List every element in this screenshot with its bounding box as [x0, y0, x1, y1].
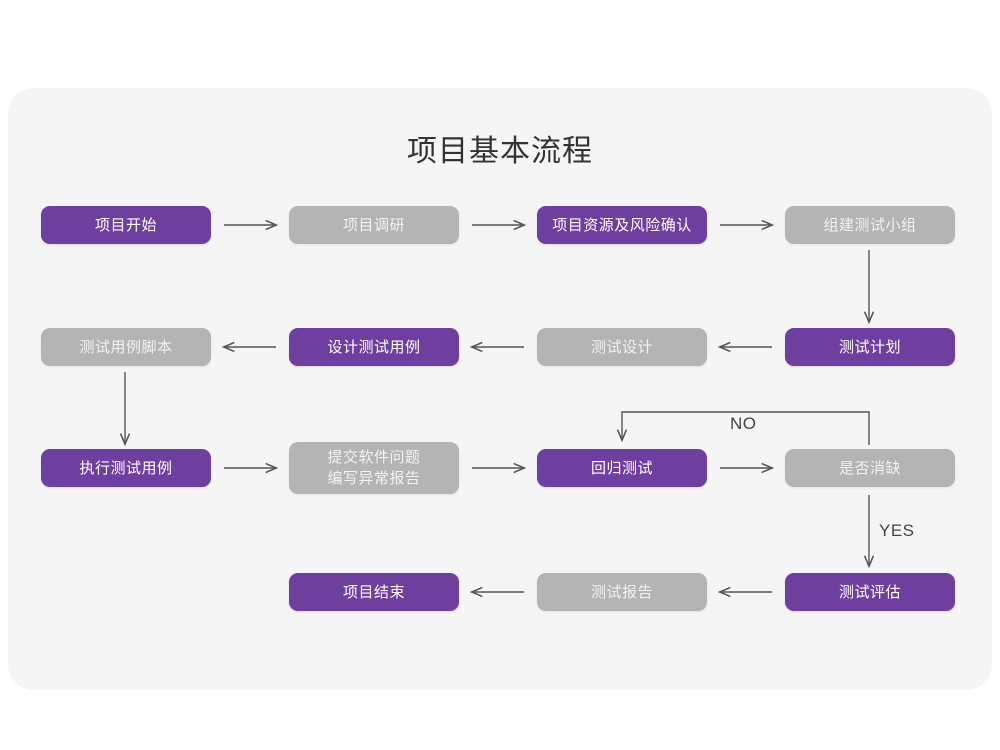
- node-label: 是否消缺: [838, 459, 901, 477]
- edge-label-no: NO: [730, 414, 757, 433]
- node-test-evaluation[interactable]: 测试评估: [785, 573, 955, 611]
- node-label: 测试计划: [838, 338, 901, 356]
- node-design-testcase[interactable]: 设计测试用例: [289, 328, 459, 366]
- node-test-report[interactable]: 测试报告: [537, 573, 707, 611]
- node-project-research[interactable]: 项目调研: [289, 206, 459, 244]
- node-label: 项目调研: [342, 216, 405, 234]
- page-title: 项目基本流程: [407, 135, 593, 168]
- node-label: 提交软件问题 编写异常报告: [327, 449, 421, 487]
- node-test-design[interactable]: 测试设计: [537, 328, 707, 366]
- node-submit-issue-report[interactable]: 提交软件问题 编写异常报告: [289, 442, 459, 494]
- node-project-start[interactable]: 项目开始: [41, 206, 211, 244]
- node-regression-test[interactable]: 回归测试: [537, 449, 707, 487]
- node-build-test-team[interactable]: 组建测试小组: [785, 206, 955, 244]
- node-execute-testcase[interactable]: 执行测试用例: [41, 449, 211, 487]
- node-label: 项目开始: [94, 216, 157, 234]
- node-label: 项目结束: [342, 583, 405, 601]
- node-label: 测试设计: [590, 338, 653, 356]
- edge-label-yes: YES: [879, 521, 915, 540]
- node-label: 测试用例脚本: [79, 338, 173, 356]
- node-label: 设计测试用例: [327, 338, 421, 356]
- node-testcase-script[interactable]: 测试用例脚本: [41, 328, 211, 366]
- node-label: 测试报告: [590, 583, 653, 601]
- node-label: 测试评估: [838, 583, 901, 601]
- node-test-plan[interactable]: 测试计划: [785, 328, 955, 366]
- node-defect-cleared[interactable]: 是否消缺: [785, 449, 955, 487]
- node-label: 项目资源及风险确认: [552, 216, 692, 234]
- node-resource-risk-confirm[interactable]: 项目资源及风险确认: [537, 206, 707, 244]
- node-label: 执行测试用例: [79, 459, 173, 477]
- node-label: 组建测试小组: [823, 216, 917, 234]
- node-label: 回归测试: [590, 459, 653, 477]
- node-project-end[interactable]: 项目结束: [289, 573, 459, 611]
